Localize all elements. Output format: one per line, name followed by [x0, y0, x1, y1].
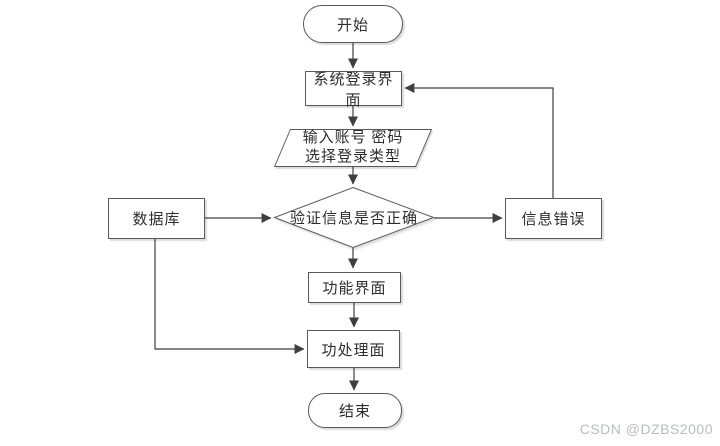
node-verify-decision-label: 验证信息是否正确 [289, 211, 418, 227]
node-end-label: 结束 [338, 404, 371, 420]
node-input-credentials-label: 输入账号 密码 选择登录类型 [302, 130, 404, 165]
node-start: 开始 [303, 5, 403, 43]
node-database-label: 数据库 [132, 212, 181, 228]
node-login-screen-label: 系统登录界面 [313, 71, 394, 109]
node-end: 结束 [308, 393, 402, 428]
node-function-screen-label: 功能界面 [322, 281, 387, 297]
node-processing-label: 功处理面 [321, 342, 386, 359]
node-info-error-label: 信息错误 [521, 212, 586, 228]
node-processing: 功处理面 [307, 330, 400, 368]
node-input-credentials: 输入账号 密码 选择登录类型 [273, 129, 433, 167]
node-start-label: 开始 [336, 17, 369, 34]
node-login-screen: 系统登录界面 [305, 71, 402, 109]
node-info-error: 信息错误 [505, 198, 602, 239]
diamond-shape [273, 186, 435, 249]
node-function-screen: 功能界面 [308, 272, 401, 303]
edge-database-processing [154, 239, 305, 354]
node-verify-decision: 验证信息是否正确 [273, 186, 435, 249]
watermark: CSDN @DZBS2000 [579, 421, 713, 437]
node-database: 数据库 [108, 198, 205, 239]
